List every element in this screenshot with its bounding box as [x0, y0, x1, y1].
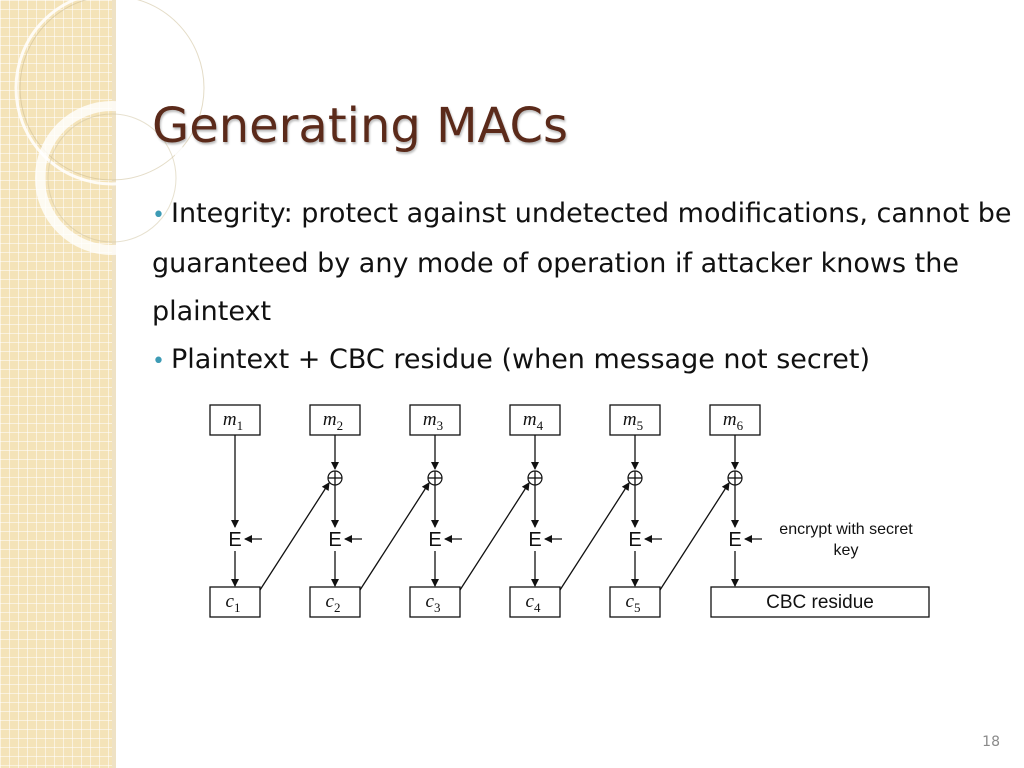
key-note-line1: encrypt with secret	[779, 521, 913, 538]
cipher-block	[409, 586, 461, 618]
cipher-block-label: c3	[426, 591, 441, 615]
page-number: 18	[982, 734, 1000, 750]
chaining-arrow	[659, 482, 730, 591]
cipher-block	[509, 586, 561, 618]
bullet-item: •Integrity: protect against undetected m…	[152, 190, 1012, 336]
cipher-block	[609, 586, 661, 618]
encrypt-label: E	[528, 529, 541, 551]
cipher-block-label: c2	[326, 591, 341, 615]
cipher-block	[209, 586, 261, 618]
decorative-rings	[14, 0, 210, 255]
message-block	[309, 404, 361, 436]
encrypt-label: E	[628, 529, 641, 551]
bullet-text: Integrity: protect against undetected mo…	[152, 198, 1012, 327]
encrypt-label: E	[428, 529, 441, 551]
bullet-item: •Plaintext + CBC residue (when message n…	[152, 336, 1012, 386]
cipher-block-label: c5	[626, 591, 641, 615]
chaining-arrow	[559, 482, 630, 591]
encrypt-label: E	[228, 529, 241, 551]
message-block-label: m5	[623, 409, 643, 433]
side-band-edge	[112, 0, 116, 768]
encrypt-label: E	[328, 529, 341, 551]
encrypt-label: E	[728, 529, 741, 551]
bullet-text: Plaintext + CBC residue (when message no…	[170, 344, 870, 375]
message-block-label: m2	[323, 409, 343, 433]
bullet-icon: •	[152, 349, 165, 374]
message-block-label: m4	[523, 409, 544, 433]
chaining-arrow	[259, 482, 330, 591]
message-block-label: m6	[723, 409, 744, 433]
message-block	[509, 404, 561, 436]
key-note-line2: key	[834, 542, 859, 559]
chaining-arrow	[459, 482, 530, 591]
chaining-arrow	[359, 482, 430, 591]
message-block-label: m1	[223, 409, 243, 433]
cbc-residue-label: CBC residue	[766, 592, 874, 613]
message-block-label: m3	[423, 409, 443, 433]
slide-title: Generating MACs	[152, 98, 569, 154]
cipher-block	[309, 586, 361, 618]
cbc-residue-box	[710, 586, 930, 618]
cipher-block-label: c4	[526, 591, 541, 615]
bullet-icon: •	[152, 203, 165, 228]
cipher-block-label: c1	[226, 591, 241, 615]
bullet-list: •Integrity: protect against undetected m…	[152, 190, 1012, 386]
